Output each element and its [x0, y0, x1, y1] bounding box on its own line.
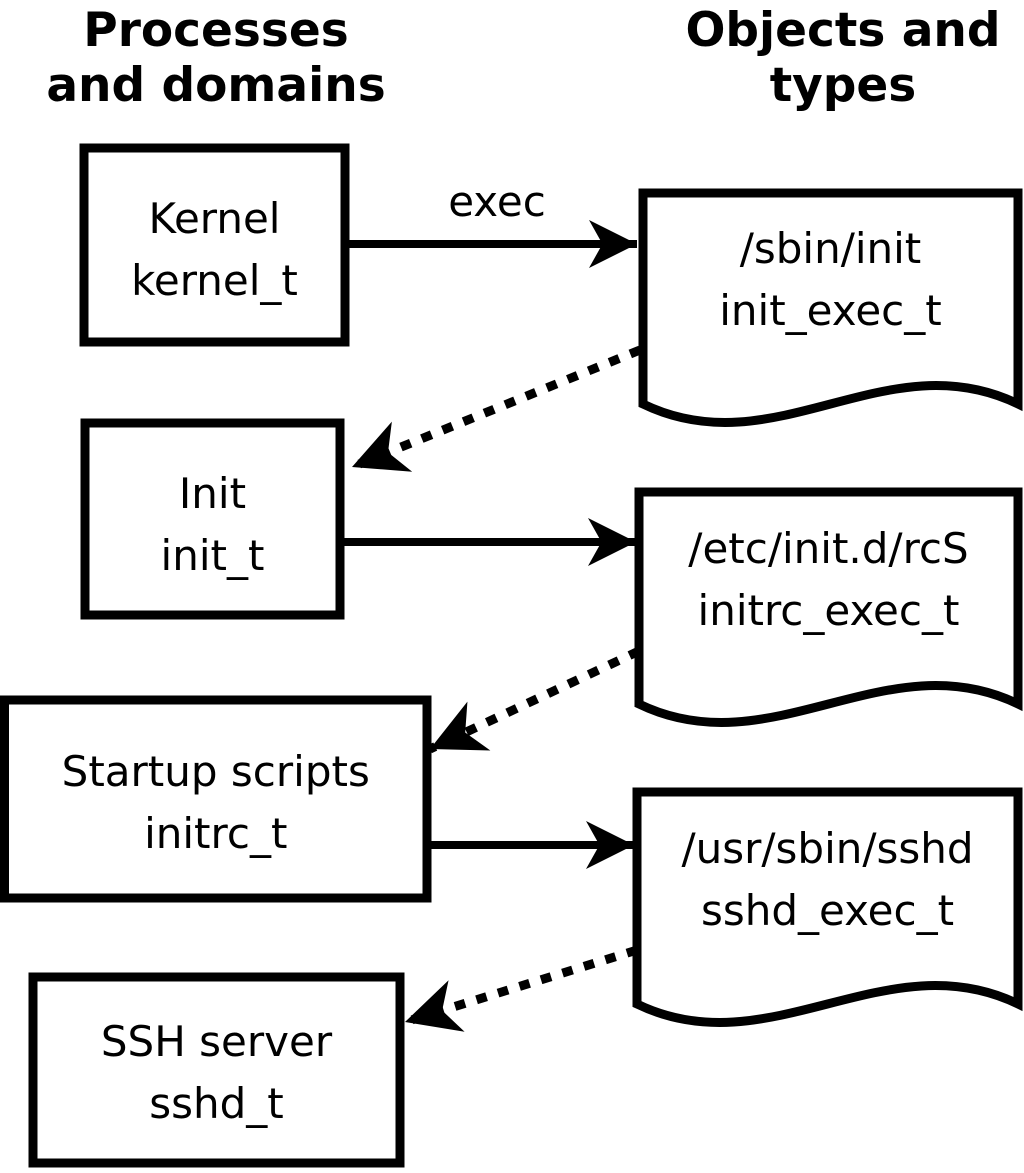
etc-initd-rcs-doc-shape — [634, 487, 1023, 727]
sbin-init-doc-type: init_exec_t — [719, 286, 942, 335]
init-box-rect — [80, 418, 345, 620]
process-box-kernel: Kernel kernel_t — [79, 143, 350, 347]
transition-arrow-rcs-to-startup — [428, 646, 641, 754]
object-doc-etc-initd-rcs: /etc/init.d/rcS initrc_exec_t — [634, 487, 1023, 727]
exec-arrow-label: exec — [448, 177, 546, 226]
kernel-box-domain: kernel_t — [131, 256, 298, 305]
startup-scripts-box-rect — [0, 695, 432, 903]
right-heading-line2: types — [770, 58, 917, 113]
right-heading-line1: Objects and — [685, 3, 1000, 58]
init-box-label: Init — [179, 469, 246, 518]
left-heading-line2: and domains — [46, 58, 385, 113]
exec-arrow-kernel-to-sbin-init: exec — [345, 177, 637, 268]
process-box-init: Init init_t — [80, 418, 345, 620]
usr-sbin-sshd-doc-path: /usr/sbin/sshd — [681, 824, 973, 873]
sbin-init-doc-path: /sbin/init — [740, 224, 922, 273]
left-heading-line1: Processes — [83, 3, 348, 58]
startup-scripts-box-label: Startup scripts — [62, 747, 370, 796]
ssh-server-box-label: SSH server — [101, 1017, 333, 1066]
right-column-heading: Objects and types — [685, 3, 1000, 113]
etc-initd-rcs-doc-type: initrc_exec_t — [698, 586, 960, 635]
kernel-box-label: Kernel — [149, 194, 281, 243]
ssh-server-box-domain: sshd_t — [149, 1079, 284, 1128]
usr-sbin-sshd-doc-type: sshd_exec_t — [701, 886, 954, 935]
object-doc-usr-sbin-sshd: /usr/sbin/sshd sshd_exec_t — [632, 787, 1023, 1027]
etc-initd-rcs-doc-path: /etc/init.d/rcS — [688, 524, 968, 573]
process-box-ssh-server: SSH server sshd_t — [28, 972, 405, 1168]
transition-arrow-sbin-init-to-init — [350, 345, 642, 472]
kernel-box-rect — [79, 143, 350, 347]
usr-sbin-sshd-doc-shape — [632, 787, 1023, 1027]
startup-scripts-box-domain: initrc_t — [144, 809, 287, 858]
object-doc-sbin-init: /sbin/init init_exec_t — [638, 188, 1023, 427]
left-column-heading: Processes and domains — [46, 3, 385, 113]
transition-arrow-sshd-to-sshserver — [403, 945, 639, 1032]
sbin-init-doc-shape — [638, 188, 1023, 427]
process-box-startup-scripts: Startup scripts initrc_t — [0, 695, 432, 903]
init-box-domain: init_t — [161, 531, 265, 580]
ssh-server-box-rect — [28, 972, 405, 1168]
